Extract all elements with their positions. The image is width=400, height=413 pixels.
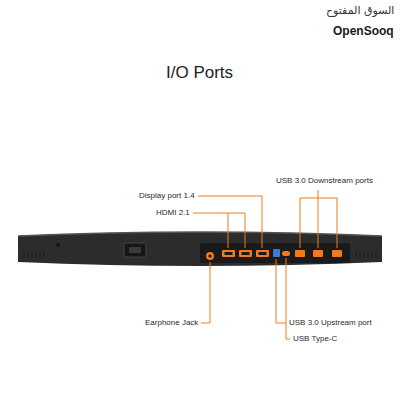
port-label: HDMI 2.1: [156, 208, 190, 218]
usb-downstream-port: [295, 250, 305, 257]
earphone-hole: [208, 254, 211, 257]
watermark: OpenSooq: [333, 24, 394, 38]
usb-downstream-port: [313, 250, 323, 257]
usb-upstream-port: [273, 249, 280, 257]
lock-slot: [56, 243, 60, 247]
monitor-body: [18, 232, 382, 266]
diagram-title: I/O Ports: [166, 63, 233, 83]
port-label: USB Type-C: [293, 334, 337, 344]
power-inlet: [124, 243, 146, 257]
hdmi-port-inner: [242, 252, 250, 255]
hdmi-port-inner: [225, 252, 233, 255]
port-label: Display port 1.4: [139, 191, 195, 201]
port-label: USB 3.0 Downstream ports: [276, 176, 373, 186]
port-label: Earphone Jack: [145, 318, 198, 328]
displayport-port: [256, 250, 269, 257]
earphone-jack: [206, 252, 214, 260]
watermark: السوق المفتوح: [326, 4, 394, 17]
hdmi-port: [222, 250, 235, 257]
port-label: USB 3.0 Upstream port: [289, 318, 372, 328]
power-inlet-pins: [129, 247, 141, 253]
usb-downstream-port: [332, 250, 342, 257]
hdmi-port: [239, 250, 252, 257]
leader-lines: [193, 190, 337, 339]
displayport-inner: [259, 252, 267, 255]
usb-c-port: [282, 251, 290, 256]
port-panel: [200, 243, 350, 263]
monitor-edge: [18, 232, 382, 236]
